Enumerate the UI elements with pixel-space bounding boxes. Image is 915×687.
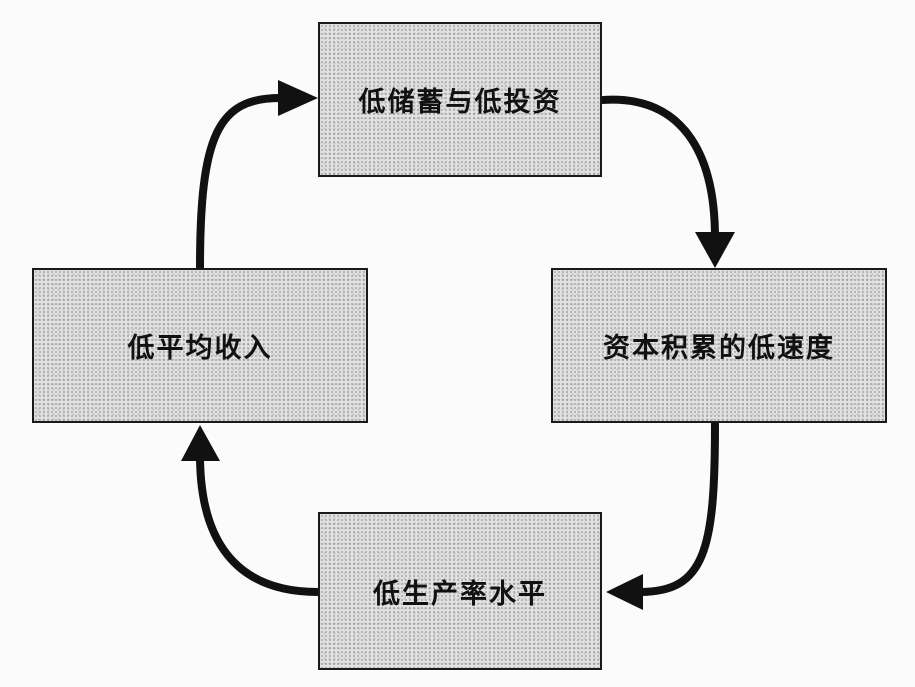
node-label: 低平均收入 (127, 333, 273, 364)
node-low-savings-investment: 低储蓄与低投资 (318, 22, 602, 177)
arrowhead-top-to-right (695, 232, 735, 268)
arrowhead-bottom-to-left (181, 425, 220, 461)
arrow-right-to-bottom (636, 420, 719, 596)
node-label: 低储蓄与低投资 (358, 87, 562, 118)
node-label: 低生产率水平 (373, 578, 547, 610)
arrow-bottom-to-left (196, 451, 322, 596)
arrow-left-to-top (196, 94, 284, 272)
node-low-capital-accumulation: 资本积累的低速度 (551, 268, 887, 423)
node-label: 资本积累的低速度 (603, 333, 835, 364)
arrowhead-right-to-bottom (606, 574, 643, 610)
arrow-top-to-right (599, 95, 719, 242)
node-low-productivity: 低生产率水平 (318, 512, 602, 670)
node-low-average-income: 低平均收入 (32, 268, 368, 423)
arrowhead-left-to-top (278, 80, 318, 116)
